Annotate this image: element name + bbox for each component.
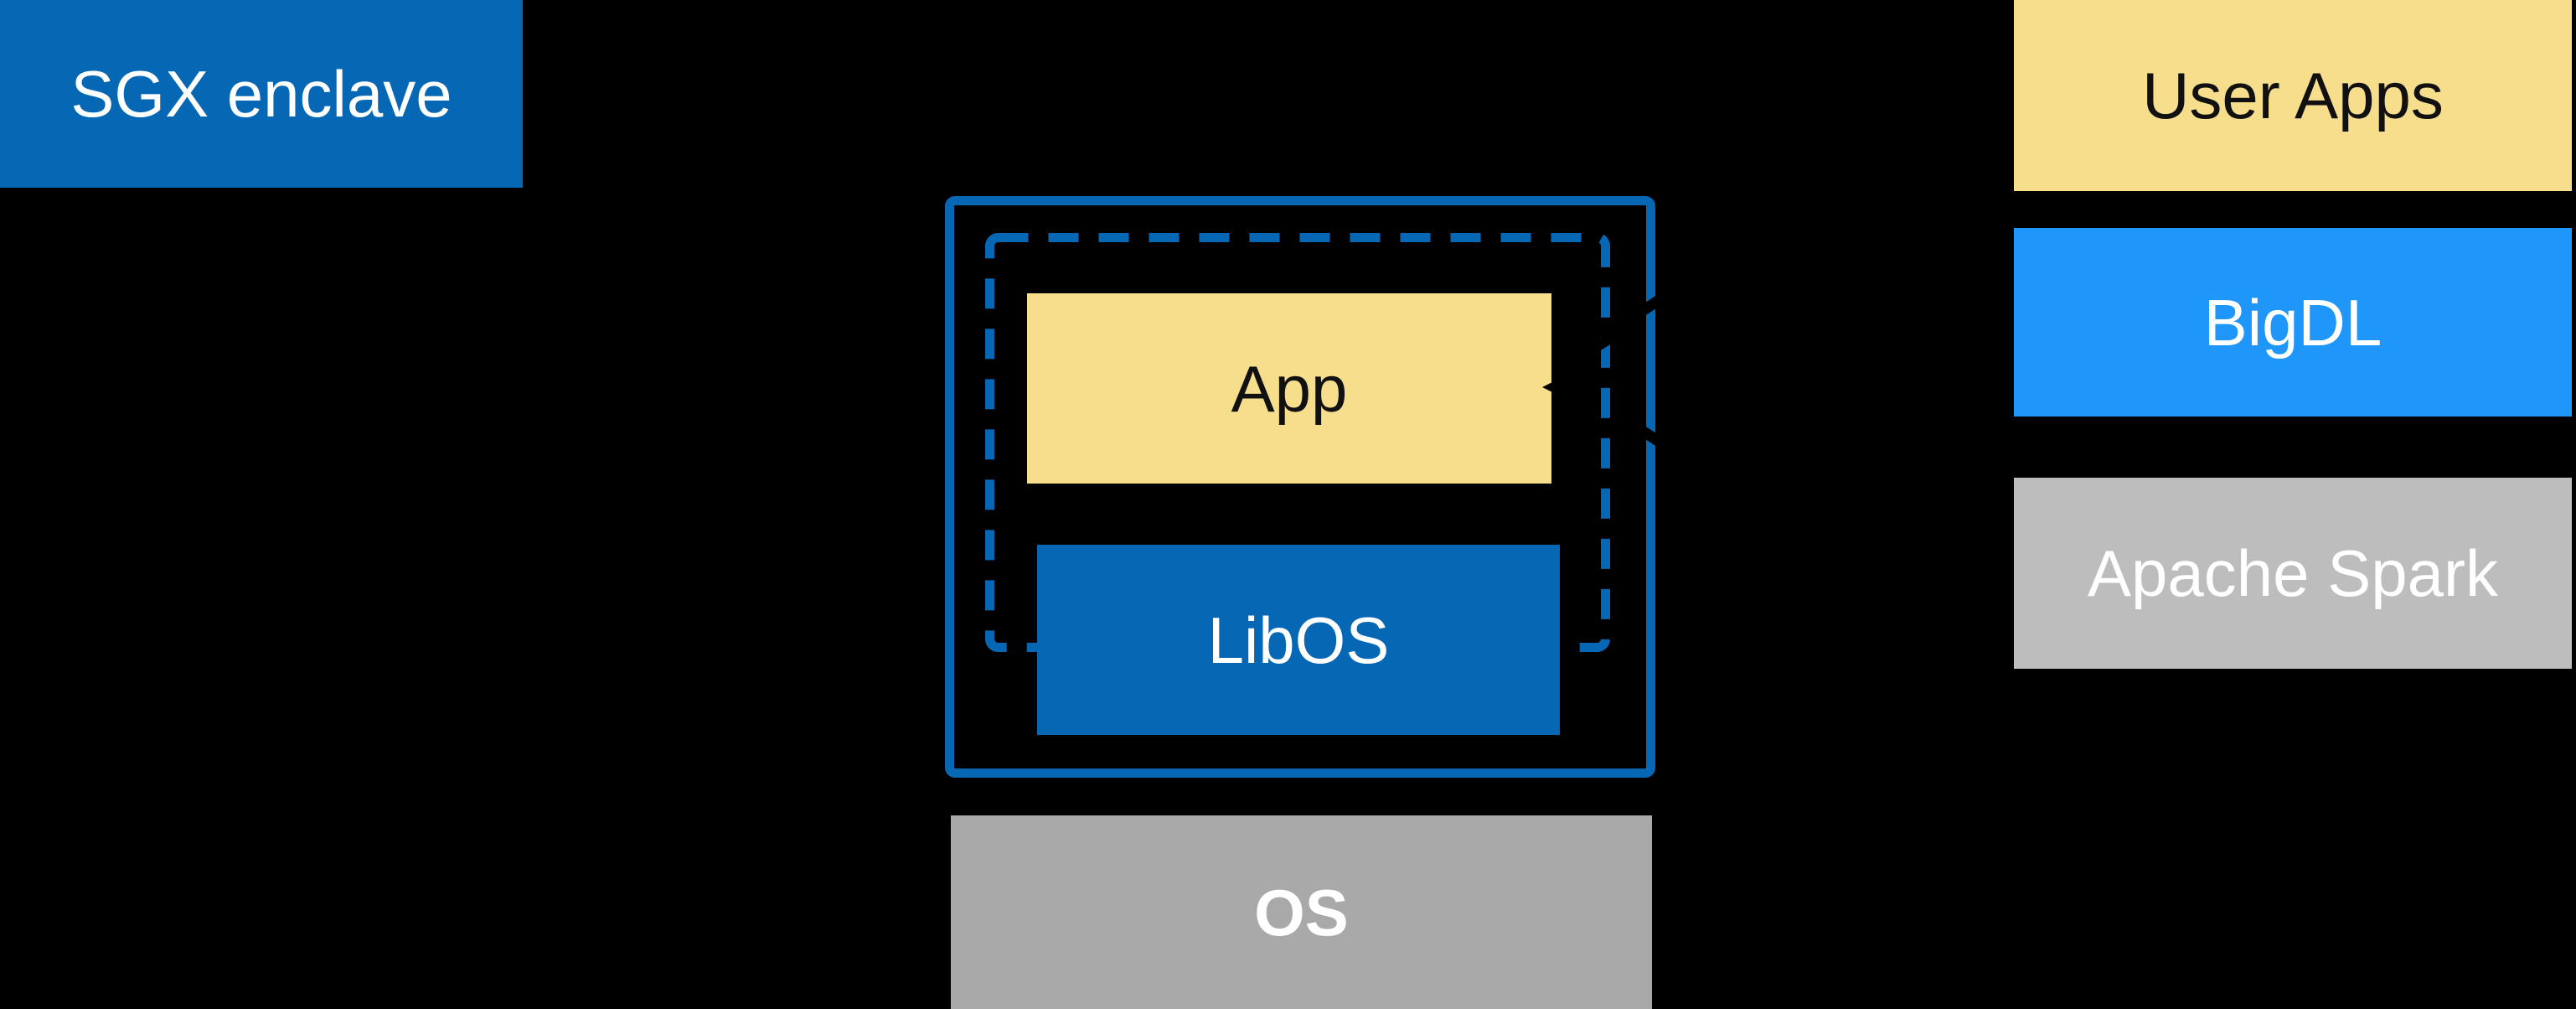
app-box: App <box>1027 293 1551 484</box>
os-box: OS <box>951 815 1652 1009</box>
apache-spark-box: Apache Spark <box>2014 478 2572 669</box>
user-apps-label: User Apps <box>2142 59 2444 132</box>
libos-box: LibOS <box>1037 545 1560 735</box>
app-arrow-tip-notch <box>1542 376 1564 398</box>
bigdl-box: BigDL <box>2014 228 2572 417</box>
libos-label: LibOS <box>1207 603 1390 677</box>
app-label: App <box>1231 351 1348 426</box>
vm-outer-box <box>945 196 1655 778</box>
os-label: OS <box>1254 875 1349 949</box>
sgx-enclave-label: SGX enclave <box>70 57 452 131</box>
bigdl-label: BigDL <box>2203 285 2382 360</box>
sgx-enclave-box: SGX enclave <box>0 0 523 188</box>
sgx-arrow-tip-notch <box>511 504 533 525</box>
apache-spark-label: Apache Spark <box>2088 536 2498 610</box>
user-apps-box: User Apps <box>2014 0 2572 191</box>
